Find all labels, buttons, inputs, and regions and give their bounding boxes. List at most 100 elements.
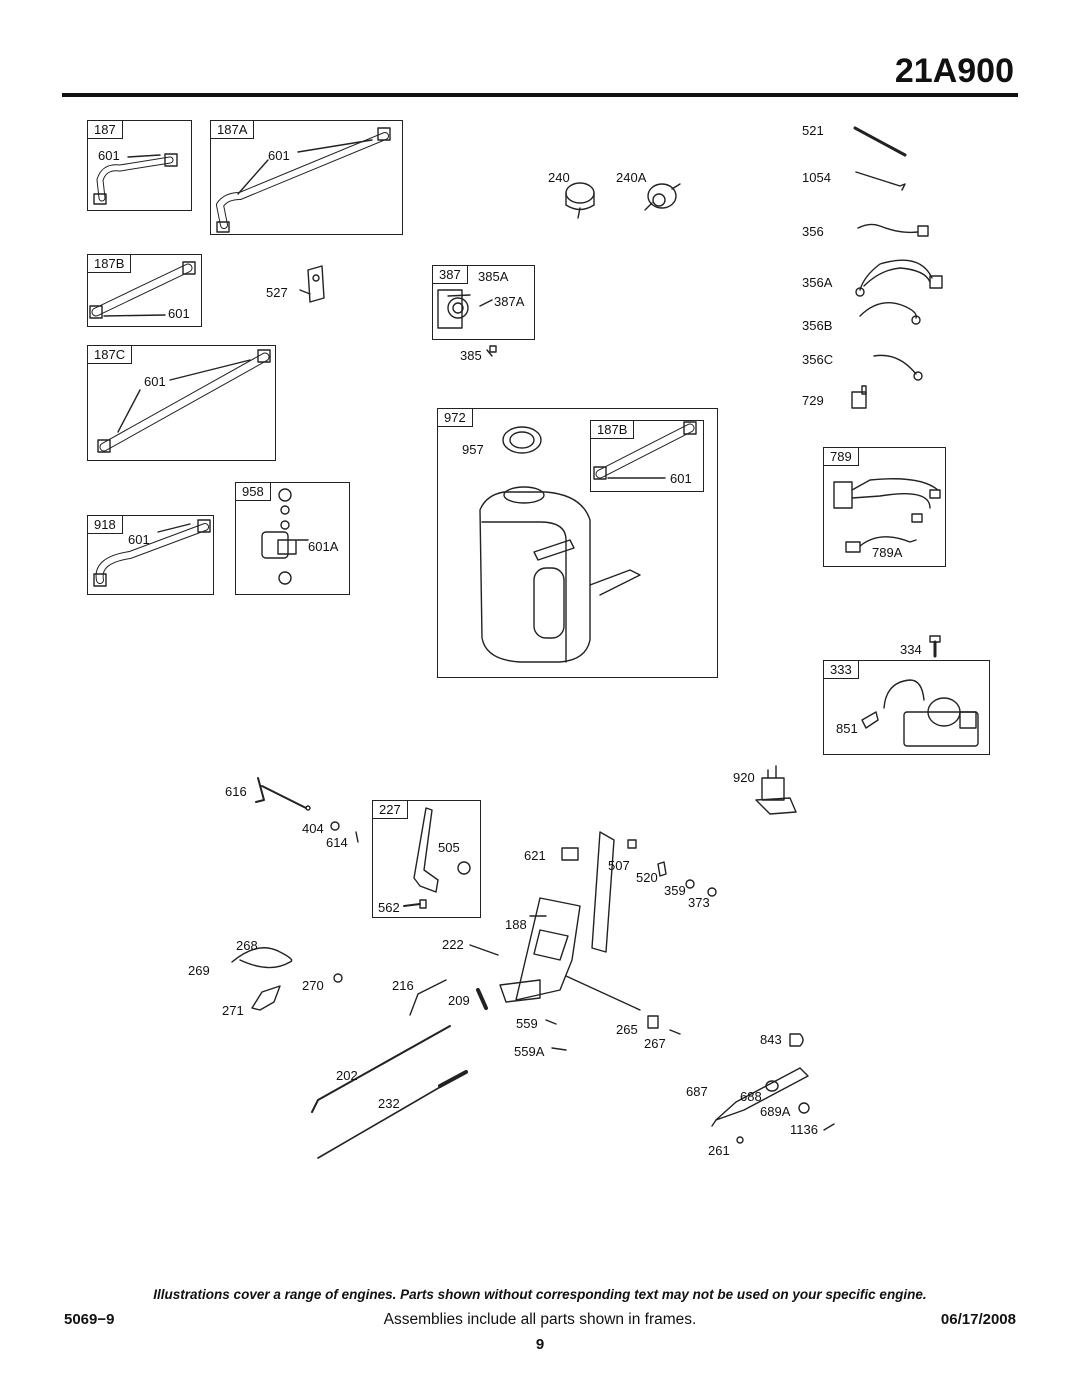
label-356c: 356C (802, 352, 834, 367)
frame-789: 789 (823, 447, 946, 567)
header-rule (62, 93, 1018, 97)
ignition-333 (883, 679, 979, 747)
rod-202 (311, 1025, 451, 1113)
label-688: 688 (740, 1089, 762, 1104)
bracket-222 (499, 831, 615, 1003)
label-261: 261 (708, 1143, 730, 1158)
frame-label: 187A (211, 121, 255, 139)
label-687: 687 (686, 1084, 708, 1099)
spring-216 (409, 979, 447, 1016)
document-code: 5069−9 (64, 1311, 115, 1328)
pump-387 (437, 289, 471, 329)
label-559: 559 (516, 1016, 538, 1031)
frame-label: 227 (373, 801, 408, 819)
wire-356a (855, 259, 943, 297)
label-359: 359 (664, 883, 686, 898)
frame-label: 789 (824, 448, 859, 466)
frame-label: 187B (88, 255, 132, 273)
washer-688 (765, 1080, 779, 1092)
hose-187 (93, 153, 178, 205)
label-562: 562 (378, 900, 400, 915)
tie-1054 (855, 171, 906, 191)
label-601a: 601A (308, 539, 339, 554)
harness-789 (833, 478, 941, 553)
assembly-note: Assemblies include all parts shown in fr… (383, 1311, 697, 1328)
label-920: 920 (733, 770, 755, 785)
label-601: 601 (144, 374, 166, 389)
shaft-616 (255, 777, 311, 811)
bolt-334 (929, 635, 941, 658)
clip-520 (657, 861, 667, 877)
hose-187c (97, 349, 271, 453)
label-385a: 385A (478, 269, 509, 284)
filter-240 (565, 182, 595, 219)
frame-label: 187 (88, 121, 123, 139)
frame-958: 958 (235, 482, 350, 595)
screw-559 (545, 1019, 557, 1025)
label-267: 267 (644, 1036, 666, 1051)
label-356a: 356A (802, 275, 833, 290)
label-373: 373 (688, 895, 710, 910)
document-date: 06/17/2008 (940, 1311, 1016, 1328)
nut-505 (457, 861, 471, 875)
screw-562 (403, 899, 427, 909)
label-601: 601 (98, 148, 120, 163)
fuel-tank-972 (479, 426, 641, 663)
frame-label: 333 (824, 661, 859, 679)
label-270: 270 (302, 978, 324, 993)
valve-958 (261, 488, 297, 585)
label-334: 334 (900, 642, 922, 657)
label-404: 404 (302, 821, 324, 836)
clip-851 (861, 711, 879, 729)
pin-521 (853, 126, 907, 157)
pin-614 (355, 831, 359, 843)
label-1054: 1054 (802, 170, 831, 185)
label-505: 505 (438, 840, 460, 855)
label-387a: 387A (494, 294, 525, 309)
wire-356b (859, 302, 921, 325)
filter-240a (644, 183, 681, 211)
label-385: 385 (460, 348, 482, 363)
hose-187b-inner (593, 421, 697, 480)
label-689a: 689A (760, 1104, 791, 1119)
cable-268 (231, 947, 293, 969)
label-269: 269 (188, 963, 210, 978)
clip-265 (647, 1015, 659, 1029)
label-601: 601 (268, 148, 290, 163)
rod-232 (317, 1070, 468, 1159)
label-614: 614 (326, 835, 348, 850)
screw-1136 (823, 1123, 835, 1131)
wire-356c (873, 354, 923, 381)
label-209: 209 (448, 993, 470, 1008)
model-title: 21A900 (894, 52, 1014, 90)
label-188: 188 (505, 917, 527, 932)
bracket-687 (711, 1067, 809, 1127)
label-222: 222 (442, 937, 464, 952)
label-1136: 1136 (790, 1122, 818, 1137)
frame-label: 187C (88, 346, 133, 364)
screw-507 (627, 839, 637, 849)
label-268: 268 (236, 938, 258, 953)
label-356b: 356B (802, 318, 833, 333)
lever-271 (251, 985, 281, 1011)
label-265: 265 (616, 1022, 638, 1037)
bracket-527 (299, 265, 325, 303)
clip-270 (333, 973, 343, 983)
frame-label: 972 (438, 409, 473, 427)
nut-689a (798, 1102, 810, 1114)
label-616: 616 (225, 784, 247, 799)
hose-918 (93, 519, 211, 587)
page-number: 9 (535, 1336, 545, 1353)
nut-373 (707, 887, 717, 897)
label-601: 601 (670, 471, 692, 486)
connector-729 (851, 385, 867, 409)
label-601: 601 (128, 532, 150, 547)
label-507: 507 (608, 858, 630, 873)
label-789a: 789A (872, 545, 903, 560)
label-957: 957 (462, 442, 484, 457)
label-521: 521 (802, 123, 824, 138)
screw-559a (551, 1047, 567, 1051)
label-559a: 559A (514, 1044, 545, 1059)
label-356: 356 (802, 224, 824, 239)
frame-227: 227 (372, 800, 481, 918)
